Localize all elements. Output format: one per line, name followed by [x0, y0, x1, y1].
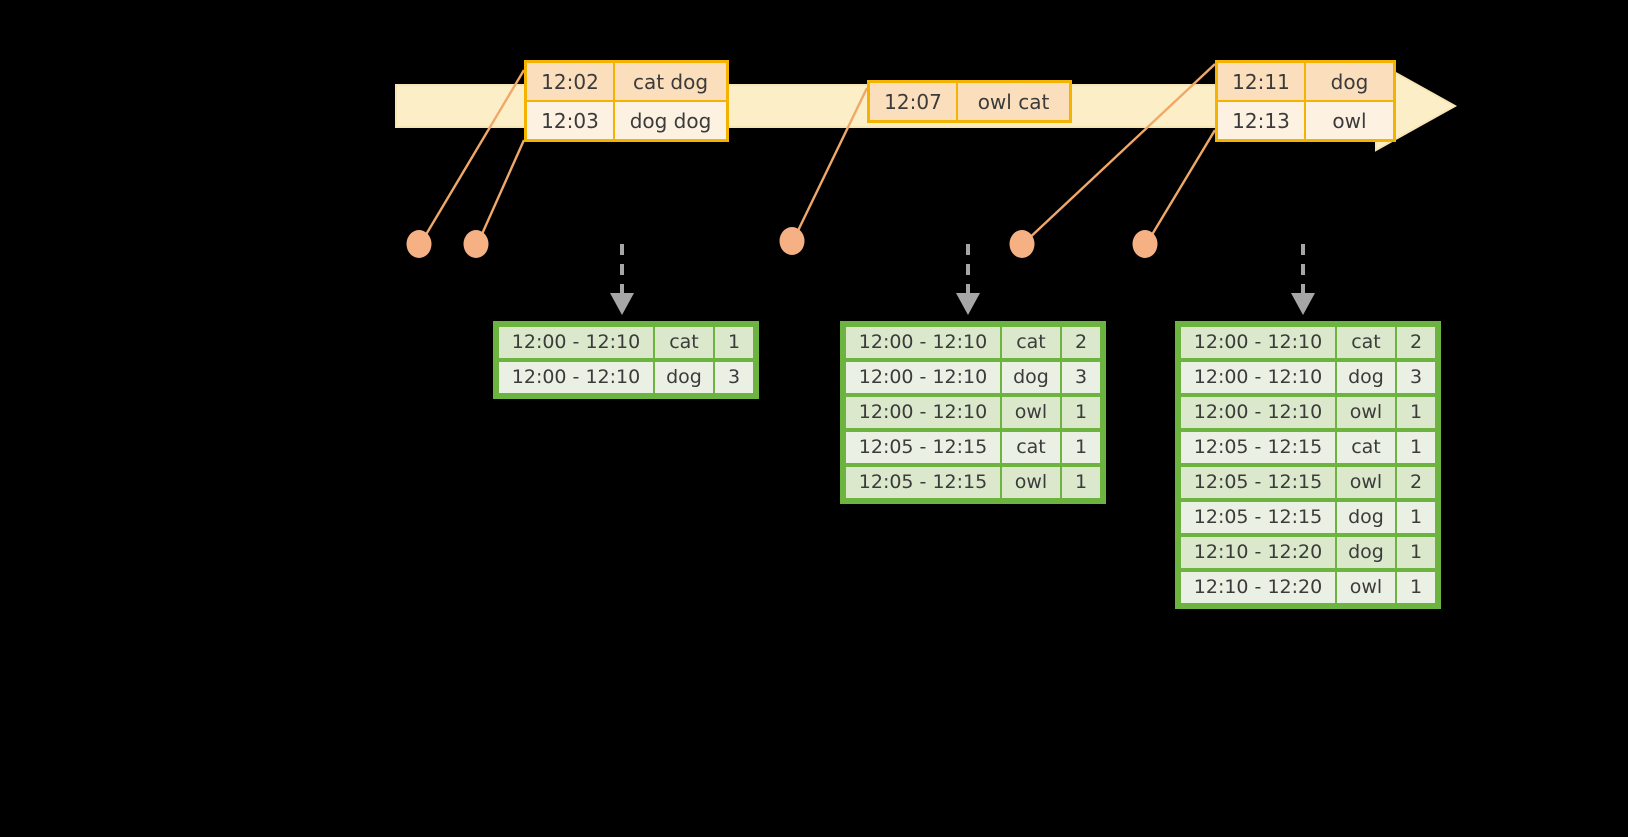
- event-row[interactable]: 12:03 dog dog: [527, 102, 726, 139]
- cell-word: owl: [1337, 467, 1395, 498]
- event-box-3[interactable]: 12:11 dog 12:13 owl: [1215, 60, 1396, 142]
- cell-word: dog: [1337, 502, 1395, 533]
- event-payload: owl: [1306, 102, 1393, 139]
- dot-2: [463, 230, 489, 258]
- event-time: 12:02: [527, 63, 615, 100]
- connector-dots: [406, 227, 1158, 258]
- cell-word: dog: [655, 362, 713, 393]
- event-row[interactable]: 12:13 owl: [1218, 102, 1393, 139]
- event-time: 12:11: [1218, 63, 1306, 100]
- cell-count: 1: [1062, 397, 1100, 428]
- cell-window: 12:00 - 12:10: [499, 362, 653, 393]
- event-time: 12:13: [1218, 102, 1306, 139]
- cell-count: 3: [715, 362, 753, 393]
- cell-window: 12:05 - 12:15: [846, 432, 1000, 463]
- emit-arrow-1: [610, 244, 634, 315]
- cell-window: 12:10 - 12:20: [1181, 537, 1335, 568]
- cell-window: 12:05 - 12:15: [1181, 467, 1335, 498]
- cell-window: 12:00 - 12:10: [1181, 362, 1335, 393]
- cell-word: cat: [1337, 327, 1395, 358]
- cell-word: dog: [1002, 362, 1060, 393]
- cell-word: cat: [1002, 327, 1060, 358]
- cell-count: 1: [1397, 537, 1435, 568]
- cell-count: 2: [1397, 467, 1435, 498]
- cell-window: 12:05 - 12:15: [1181, 432, 1335, 463]
- cell-window: 12:05 - 12:15: [846, 467, 1000, 498]
- cell-window: 12:00 - 12:10: [1181, 327, 1335, 358]
- event-payload: dog: [1306, 63, 1393, 100]
- cell-word: owl: [1002, 397, 1060, 428]
- event-row[interactable]: 12:11 dog: [1218, 63, 1393, 102]
- cell-window: 12:00 - 12:10: [499, 327, 653, 358]
- event-payload: dog dog: [615, 102, 726, 139]
- emit-arrows: [610, 244, 1315, 315]
- event-time: 12:07: [870, 83, 958, 120]
- event-payload: owl cat: [958, 83, 1069, 120]
- cell-count: 2: [1062, 327, 1100, 358]
- event-row[interactable]: 12:07 owl cat: [870, 83, 1069, 120]
- cell-count: 1: [1062, 432, 1100, 463]
- cell-window: 12:00 - 12:10: [846, 362, 1000, 393]
- cell-window: 12:10 - 12:20: [1181, 572, 1335, 603]
- cell-count: 3: [1397, 362, 1435, 393]
- cell-word: dog: [1337, 537, 1395, 568]
- cell-count: 1: [1397, 502, 1435, 533]
- cell-window: 12:00 - 12:10: [846, 397, 1000, 428]
- cell-word: cat: [1337, 432, 1395, 463]
- cell-count: 3: [1062, 362, 1100, 393]
- dot-3: [779, 227, 805, 255]
- cell-word: cat: [1002, 432, 1060, 463]
- dot-5: [1132, 230, 1158, 258]
- cell-count: 1: [715, 327, 753, 358]
- event-box-2[interactable]: 12:07 owl cat: [867, 80, 1072, 123]
- cell-count: 1: [1397, 432, 1435, 463]
- dot-1: [406, 230, 432, 258]
- cell-word: owl: [1002, 467, 1060, 498]
- cell-count: 1: [1397, 397, 1435, 428]
- emit-arrow-2: [956, 244, 980, 315]
- cell-window: 12:00 - 12:10: [846, 327, 1000, 358]
- cell-count: 1: [1397, 572, 1435, 603]
- cell-count: 2: [1397, 327, 1435, 358]
- event-payload: cat dog: [615, 63, 726, 100]
- event-row[interactable]: 12:02 cat dog: [527, 63, 726, 102]
- cell-word: owl: [1337, 397, 1395, 428]
- event-time: 12:03: [527, 102, 615, 139]
- emit-arrow-3: [1291, 244, 1315, 315]
- dot-4: [1009, 230, 1035, 258]
- cell-count: 1: [1062, 467, 1100, 498]
- cell-window: 12:00 - 12:10: [1181, 397, 1335, 428]
- event-box-1[interactable]: 12:02 cat dog 12:03 dog dog: [524, 60, 729, 142]
- cell-word: cat: [655, 327, 713, 358]
- cell-word: dog: [1337, 362, 1395, 393]
- cell-window: 12:05 - 12:15: [1181, 502, 1335, 533]
- cell-word: owl: [1337, 572, 1395, 603]
